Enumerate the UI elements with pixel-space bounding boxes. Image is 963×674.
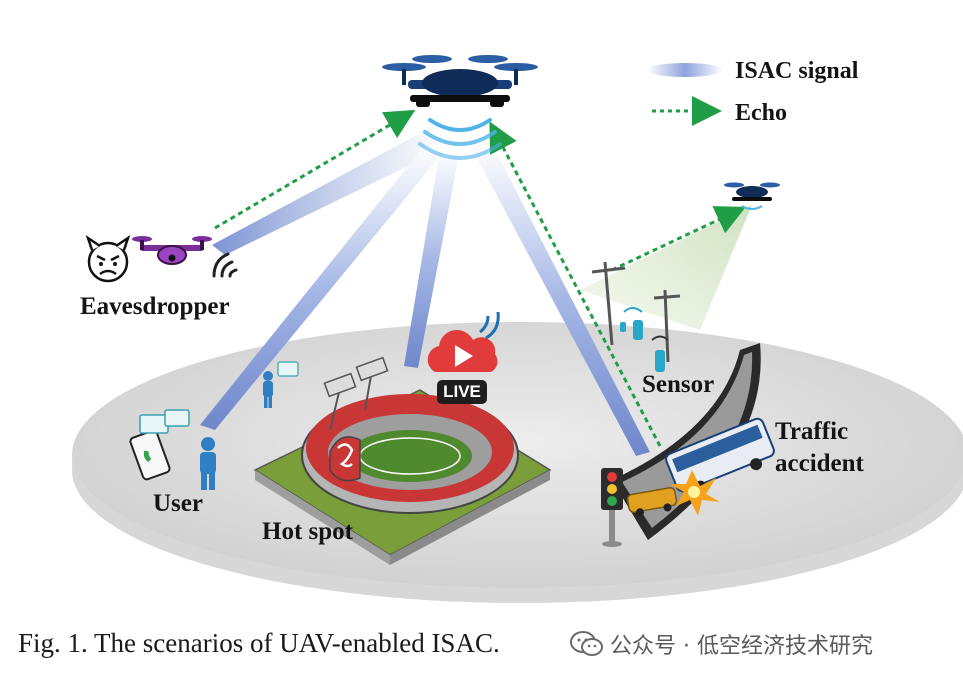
eavesdropper-drone-icon [132, 236, 212, 265]
wifi-signal-icon [212, 252, 238, 278]
devil-face-icon [85, 234, 131, 283]
legend-isac-label: ISAC signal [735, 58, 859, 84]
watermark-text: 公众号 · 低空经济技术研究 [610, 634, 873, 659]
eavesdropper-label: Eavesdropper [80, 293, 230, 320]
crashed-car-icon [626, 487, 678, 517]
watermark: 公众号 · 低空经济技术研究 [570, 628, 873, 660]
traffic-accident-label: Traffic accident [775, 416, 864, 480]
live-badge: LIVE [437, 380, 487, 404]
legend-isac-swatch [647, 63, 723, 77]
uav-signal-arcs [418, 118, 502, 160]
sensor-node-icon [620, 307, 669, 372]
stadium-icon [253, 356, 552, 565]
live-cloud-icon [427, 311, 500, 372]
floodlight-icon [323, 356, 389, 431]
legend-echo-label: Echo [735, 100, 788, 126]
beam-to-eavesdropper [212, 128, 445, 255]
sensing-uav-icon [724, 182, 780, 210]
utility-poles [591, 261, 681, 363]
beam-to-hotspot [404, 150, 460, 368]
isac-beams [200, 128, 650, 456]
wechat-icon [570, 630, 604, 658]
traffic-label-line2: accident [775, 450, 864, 477]
echo-eavesdropper [214, 109, 416, 230]
traffic-light-icon [601, 468, 623, 547]
crash-icon [670, 470, 720, 516]
user-group [129, 361, 299, 490]
echo-arrows [214, 109, 746, 447]
eavesdropper-group [85, 234, 238, 283]
sensor-label: Sensor [642, 371, 715, 398]
beam-to-traffic [470, 140, 650, 456]
person-icon [200, 437, 216, 490]
hotspot-label: Hot spot [262, 518, 353, 545]
sensing-beam [580, 205, 752, 330]
beam-to-user [200, 145, 445, 430]
hotspot-user-icon [263, 361, 299, 408]
smartphone-icon [129, 429, 171, 481]
app-cards-icon [139, 409, 190, 434]
main-uav-icon [382, 55, 538, 107]
user-label: User [153, 490, 203, 517]
figure-caption: Fig. 1. The scenarios of UAV-enabled ISA… [18, 628, 500, 658]
legend-graphics [647, 63, 723, 126]
traffic-label-line1: Traffic [775, 418, 849, 445]
echo-sensor [611, 206, 746, 272]
